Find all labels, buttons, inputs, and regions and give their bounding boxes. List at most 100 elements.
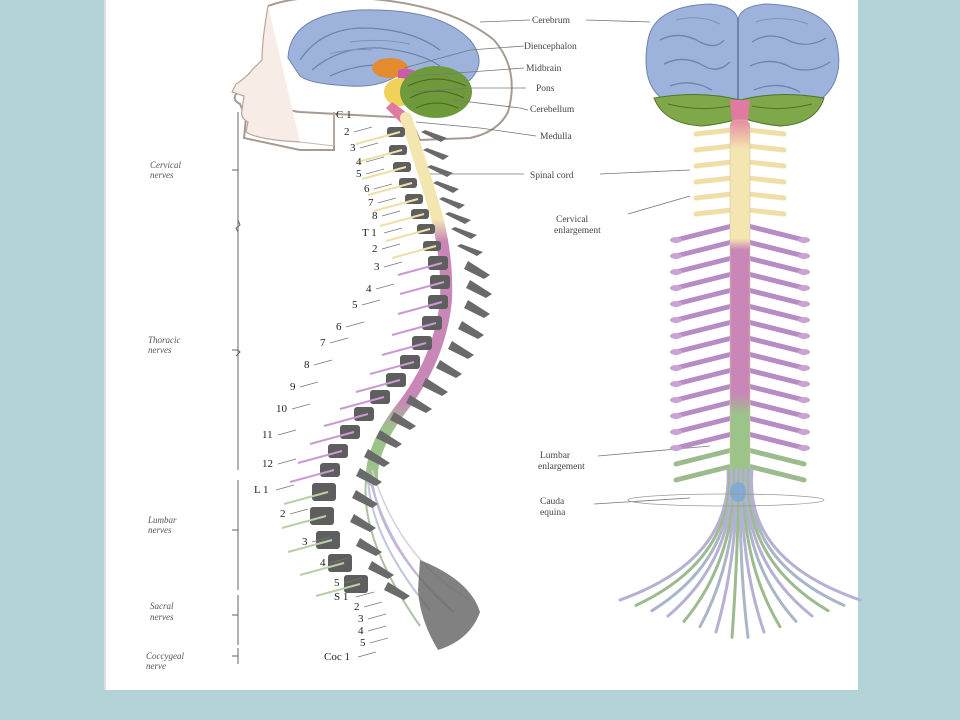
spinous-process — [368, 561, 394, 579]
spinal-nerve-right — [745, 255, 807, 275]
vertebra-body — [386, 373, 406, 387]
nerve-ganglion — [670, 237, 682, 243]
segment-leader — [365, 168, 385, 175]
spinal-nerve-right — [745, 463, 807, 483]
spinous-process — [390, 412, 416, 430]
spinal-nerve — [299, 562, 345, 576]
vertebra-body — [320, 463, 340, 477]
segment-leader — [289, 508, 309, 515]
label-lumbar-enlargement-1: Lumbar — [540, 451, 571, 461]
spinous-process — [457, 244, 483, 256]
segment-label: S 1 — [334, 591, 348, 603]
spinal-nerve-left — [673, 351, 735, 371]
segment-label: 10 — [276, 403, 288, 415]
spinal-nerve-right — [745, 319, 807, 339]
vertebra-body — [428, 295, 448, 309]
nerve-ganglion — [798, 269, 810, 275]
segment-label: 4 — [320, 557, 326, 569]
nerve-ganglion — [670, 349, 682, 355]
segment-label: 8 — [304, 359, 310, 371]
nerve-ganglion — [670, 253, 682, 259]
cauda-equina-root — [634, 468, 732, 607]
nerve-ganglion — [798, 445, 810, 451]
cauda-equina-root — [749, 468, 862, 602]
segment-label: 7 — [368, 197, 374, 209]
nerve-ganglion — [798, 429, 810, 435]
spinal-nerve — [399, 281, 445, 295]
spinous-process — [350, 514, 376, 532]
segment-leader — [277, 429, 297, 436]
spinal-nerve — [367, 182, 413, 196]
segment-leader — [311, 536, 331, 543]
nerve-ganglion — [798, 285, 810, 291]
spinal-nerve-left — [673, 335, 735, 355]
spinal-nerve — [385, 228, 431, 242]
segment-leader — [375, 283, 395, 290]
vertebra-body — [370, 390, 390, 404]
spinous-process — [406, 395, 432, 413]
segment-label: L 1 — [254, 484, 269, 496]
nerve-ganglion — [670, 445, 682, 451]
nerve-ganglion — [670, 317, 682, 323]
spinal-nerve-left — [673, 239, 735, 259]
spinal-nerve — [355, 379, 401, 393]
group-label-cervical-1: Cervical — [150, 160, 181, 170]
spinal-nerve — [283, 491, 329, 505]
brain-leader-lines — [403, 19, 711, 505]
spinal-nerve-right — [745, 415, 807, 435]
spinal-nerve-right — [745, 351, 807, 371]
brain-labels: Cerebrum Diencephalon Midbrain Pons Cere… — [524, 16, 601, 518]
nerve-ganglion — [670, 413, 682, 419]
segment-leader — [369, 637, 389, 644]
segment-label: 4 — [366, 283, 372, 295]
spinal-nerve-right — [745, 303, 807, 323]
label-diencephalon: Diencephalon — [524, 42, 577, 52]
spinal-nerve — [355, 131, 401, 145]
label-cerebellum: Cerebellum — [530, 105, 575, 115]
spinous-process — [384, 582, 410, 600]
segment-leader — [367, 613, 387, 620]
cauda-equina-root — [618, 468, 730, 602]
segment-label: 2 — [372, 243, 378, 255]
vertebra-body — [428, 256, 448, 270]
vertebra-body — [422, 316, 442, 330]
nerve-ganglion — [670, 301, 682, 307]
vertebra-body — [312, 483, 336, 501]
segment-label: 5 — [360, 637, 366, 649]
nerve-ganglion — [798, 397, 810, 403]
spinous-process — [356, 468, 382, 486]
spinal-nerve-left — [673, 383, 735, 403]
spinal-nerve-left — [693, 143, 735, 153]
segment-leader — [383, 261, 403, 268]
segment-leader — [277, 458, 297, 465]
segment-label: 12 — [262, 458, 273, 470]
label-cauda-equina-1: Cauda — [540, 497, 565, 507]
spinal-nerve-left — [673, 431, 735, 451]
nerve-ganglion — [670, 381, 682, 387]
segment-label: 2 — [344, 126, 350, 138]
label-spinal-cord: Spinal cord — [530, 171, 574, 181]
segment-leader — [353, 126, 373, 133]
segment-label: 7 — [320, 337, 326, 349]
group-label-thoracic-2: nerves — [148, 345, 172, 355]
segment-leader — [343, 577, 363, 584]
segment-label: 5 — [356, 168, 362, 180]
segment-leader — [363, 601, 383, 608]
segment-label: C 1 — [336, 109, 352, 121]
spinal-nerve-left — [673, 303, 735, 323]
spinal-nerve — [315, 583, 361, 597]
spinous-process — [439, 197, 465, 209]
spinal-nerve-right — [745, 159, 787, 169]
spinous-process — [352, 490, 378, 508]
vertebra-body — [412, 336, 432, 350]
spinal-nerve-left — [673, 415, 735, 435]
sagittal-head — [231, 0, 513, 151]
cauda-equina-root — [746, 468, 830, 613]
left-brackets — [232, 112, 241, 664]
nerve-group-labels: Cervical nerves Thoracic nerves Lumbar n… — [146, 160, 184, 671]
label-cervical-enlargement-2: enlargement — [554, 226, 601, 236]
segment-leader — [383, 227, 403, 234]
group-label-thoracic-1: Thoracic — [148, 335, 181, 345]
label-lumbar-enlargement-2: enlargement — [538, 462, 585, 472]
group-label-coccygeal-2: nerve — [146, 661, 166, 671]
